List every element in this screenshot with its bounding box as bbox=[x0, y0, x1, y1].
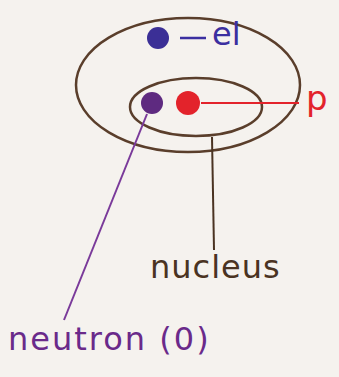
electron-orbit bbox=[76, 18, 300, 152]
proton-label: p bbox=[306, 80, 328, 117]
nucleus-label: nucleus bbox=[150, 250, 281, 285]
electron-label: el bbox=[212, 17, 241, 52]
neutron-label: neutron (0) bbox=[8, 322, 211, 357]
neutron-dot bbox=[141, 92, 163, 114]
electron-dot bbox=[147, 27, 169, 49]
leader-line bbox=[212, 137, 214, 250]
leader-line bbox=[180, 37, 206, 40]
nucleus-outline bbox=[130, 78, 262, 136]
leader-line bbox=[64, 114, 147, 320]
leader-line bbox=[201, 102, 299, 104]
proton-dot bbox=[176, 91, 200, 115]
